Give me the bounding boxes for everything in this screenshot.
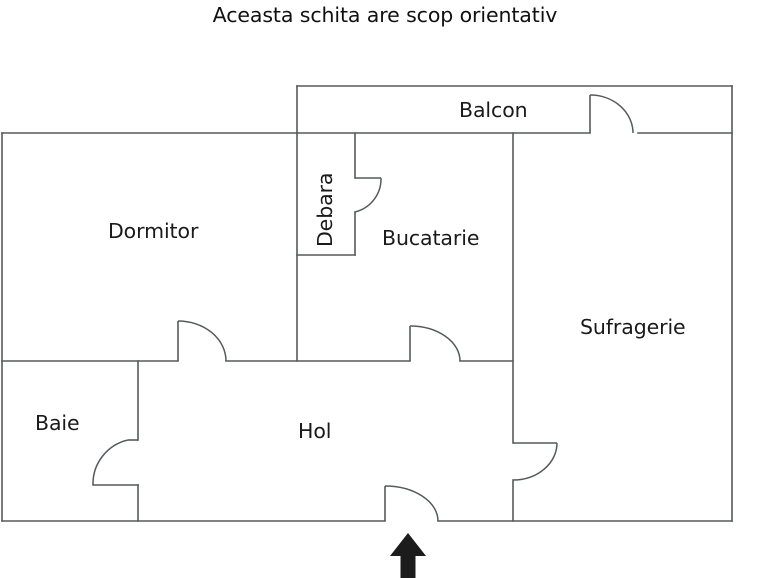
door-dormitor [177,320,227,362]
door-sufragerie [512,442,558,481]
door-balcon [589,94,634,134]
room-label-debara: Debara [313,172,337,247]
room-label-dormitor: Dormitor [108,219,199,243]
room-label-baie: Baie [35,411,80,435]
entrance-arrow [390,533,426,578]
room-label-sufragerie: Sufragerie [580,315,686,339]
room-label-bucatarie: Bucatarie [382,226,480,250]
door-baie [92,439,138,486]
dormitor-door-arc [177,320,227,362]
door-debara [354,177,382,213]
room-label-hol: Hol [298,419,332,443]
entrance-door-arc [384,485,439,522]
baie-door-arc [92,439,129,486]
bucatarie-door-arc [409,325,461,362]
door-bucatarie [409,325,461,362]
debara-door-arc [354,177,382,213]
balcon-door-arc [589,94,634,134]
page-title: Aceasta schita are scop orientativ [212,3,558,27]
sufragerie-door-arc [512,442,558,481]
door-entrance [384,485,439,522]
room-label-balcon: Balcon [459,98,528,122]
